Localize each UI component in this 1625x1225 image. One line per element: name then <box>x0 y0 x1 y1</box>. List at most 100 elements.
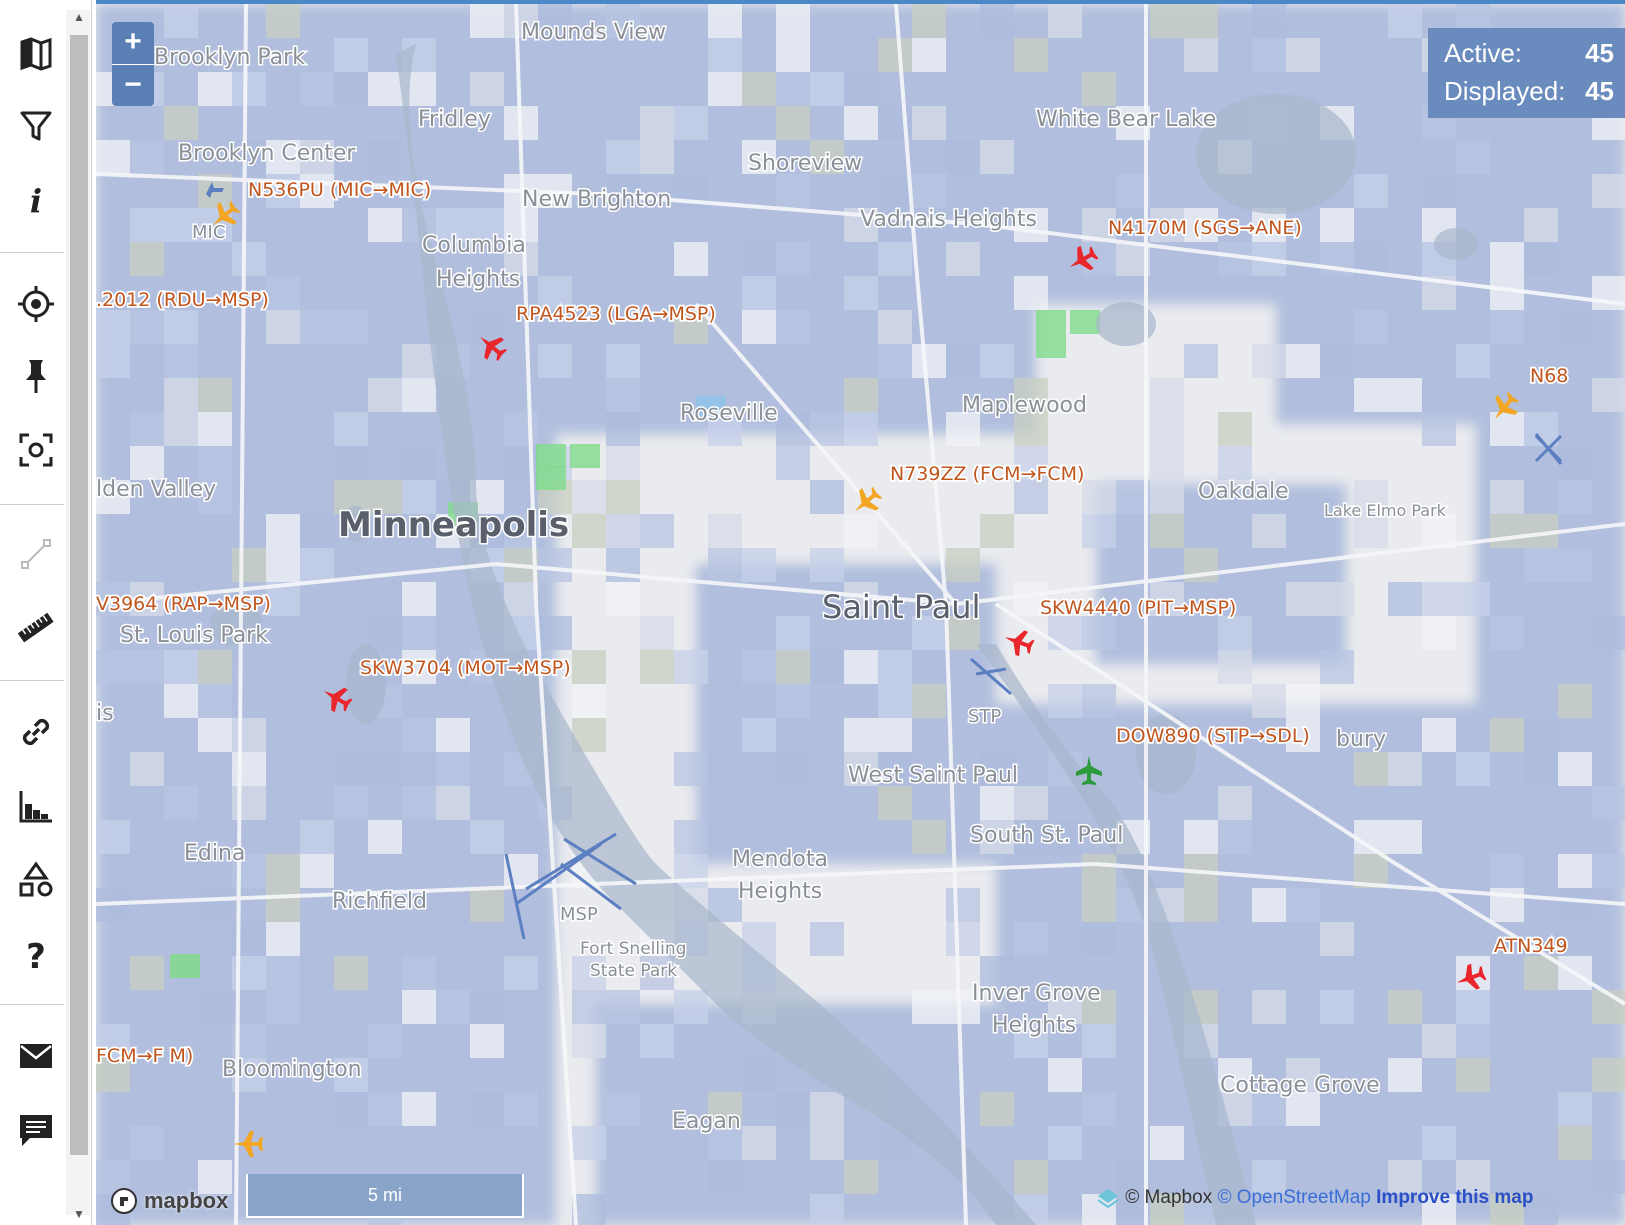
overlay-cell <box>402 344 436 378</box>
overlay-cell <box>232 752 266 786</box>
scroll-up-icon[interactable]: ▲ <box>73 10 85 24</box>
overlay-cell <box>946 412 980 446</box>
overlay-cell <box>1320 922 1354 956</box>
overlay-cell <box>1354 480 1388 514</box>
overlay-cell <box>946 242 980 276</box>
link-icon[interactable] <box>8 704 64 760</box>
mail-icon[interactable] <box>8 1028 64 1084</box>
overlay-cell <box>1218 1058 1252 1092</box>
shapes-icon[interactable] <box>8 852 64 908</box>
scrollbar-thumb[interactable] <box>70 35 88 1155</box>
flight-label[interactable]: RPA4523 (LGA→MSP) <box>514 301 717 327</box>
chart-icon[interactable] <box>8 778 64 834</box>
flight-label[interactable]: DOW890 (STP→SDL) <box>1114 723 1311 749</box>
osm-attribution[interactable]: © OpenStreetMap <box>1217 1187 1371 1209</box>
help-icon[interactable]: ? <box>8 926 64 982</box>
overlay-cell <box>606 4 640 38</box>
overlay-cell <box>912 106 946 140</box>
place-label: Bloomington <box>222 1057 362 1082</box>
overlay-cell <box>980 956 1014 990</box>
overlay-cell <box>164 310 198 344</box>
overlay-cell <box>946 990 980 1024</box>
overlay-cell <box>1388 752 1422 786</box>
flight-label[interactable]: FCM→F M) <box>96 1043 195 1069</box>
aircraft-icon[interactable] <box>1076 756 1102 785</box>
route-icon[interactable] <box>8 526 64 582</box>
overlay-cell <box>1490 310 1524 344</box>
overlay-cell <box>1252 888 1286 922</box>
layers-icon[interactable] <box>1096 1186 1120 1210</box>
place-label: Columbia <box>422 233 526 258</box>
overlay-cell <box>1456 1058 1490 1092</box>
overlay-cell <box>266 990 300 1024</box>
overlay-cell <box>606 378 640 412</box>
overlay-cell <box>334 752 368 786</box>
overlay-cell <box>980 140 1014 174</box>
overlay-cell <box>606 446 640 480</box>
overlay-cell <box>912 684 946 718</box>
overlay-cell <box>980 514 1014 548</box>
mapbox-attribution[interactable]: © Mapbox <box>1125 1187 1213 1209</box>
aircraft-icon[interactable] <box>472 327 511 366</box>
filter-icon[interactable] <box>8 98 64 154</box>
overlay-cell <box>334 72 368 106</box>
overlay-cell <box>572 1126 606 1160</box>
overlay-cell <box>742 140 776 174</box>
aircraft-icon[interactable] <box>205 196 244 235</box>
zoom-in-button[interactable]: + <box>112 22 154 65</box>
overlay-cell <box>572 956 606 990</box>
screenshot-icon[interactable] <box>8 422 64 478</box>
overlay-cell <box>96 1058 130 1092</box>
flight-label[interactable]: N4170M (SGS→ANE) <box>1106 215 1303 241</box>
ruler-icon[interactable] <box>8 600 64 656</box>
place-label: Oakdale <box>1198 479 1289 504</box>
aircraft-icon[interactable] <box>1063 241 1101 278</box>
overlay-cell <box>1070 310 1100 334</box>
improve-map-link[interactable]: Improve this map <box>1376 1187 1534 1209</box>
locate-icon[interactable] <box>8 276 64 332</box>
flight-label[interactable]: N68 <box>1528 363 1570 389</box>
overlay-cell <box>1524 548 1558 582</box>
overlay-cell <box>1184 4 1218 38</box>
scroll-down-icon[interactable]: ▼ <box>73 1207 85 1221</box>
overlay-cell <box>640 514 674 548</box>
overlay-cell <box>368 1024 402 1058</box>
overlay-cell <box>708 548 742 582</box>
info-icon[interactable]: i <box>8 172 64 228</box>
overlay-cell <box>266 956 300 990</box>
overlay-cell <box>1422 1024 1456 1058</box>
flight-label[interactable]: V3964 (RAP→MSP) <box>96 591 273 617</box>
pin-icon[interactable] <box>8 348 64 404</box>
aircraft-icon[interactable] <box>1000 625 1036 659</box>
flight-label[interactable]: N536PU (MIC→MIC) <box>246 177 433 203</box>
aircraft-icon[interactable] <box>317 680 355 717</box>
overlay-cell <box>1082 1024 1116 1058</box>
place-label: MIC <box>192 222 225 243</box>
chat-icon[interactable] <box>8 1102 64 1158</box>
flight-label[interactable]: .2012 (RDU→MSP) <box>96 287 271 313</box>
flight-label[interactable]: SKW3704 (MOT→MSP) <box>358 655 572 681</box>
overlay-cell <box>708 1092 742 1126</box>
flight-label[interactable]: N739ZZ (FCM→FCM) <box>888 461 1086 487</box>
aircraft-icon[interactable] <box>1485 388 1524 427</box>
overlay-cell <box>606 140 640 174</box>
overlay-cell <box>810 140 844 174</box>
aircraft-icon[interactable] <box>847 482 886 521</box>
aircraft-icon[interactable] <box>1452 961 1488 995</box>
place-label: bury <box>1336 727 1386 752</box>
zoom-out-button[interactable]: − <box>124 68 142 101</box>
overlay-cell <box>878 684 912 718</box>
aircraft-icon[interactable] <box>234 1131 263 1157</box>
overlay-cell <box>1218 786 1252 820</box>
overlay-cell <box>1218 446 1252 480</box>
flight-label[interactable]: SKW4440 (PIT→MSP) <box>1038 595 1238 621</box>
overlay-cell <box>1354 378 1388 412</box>
flight-label[interactable]: ATN349 <box>1492 933 1569 959</box>
overlay-cell <box>1558 854 1592 888</box>
overlay-cell <box>402 718 436 752</box>
overlay-cell <box>708 38 742 72</box>
map-canvas[interactable]: Mounds View Brooklyn Park Fridley Brookl… <box>96 4 1625 1225</box>
map-icon[interactable] <box>8 26 64 82</box>
overlay-cell <box>1456 752 1490 786</box>
mapbox-logo[interactable]: mapbox <box>110 1184 228 1218</box>
